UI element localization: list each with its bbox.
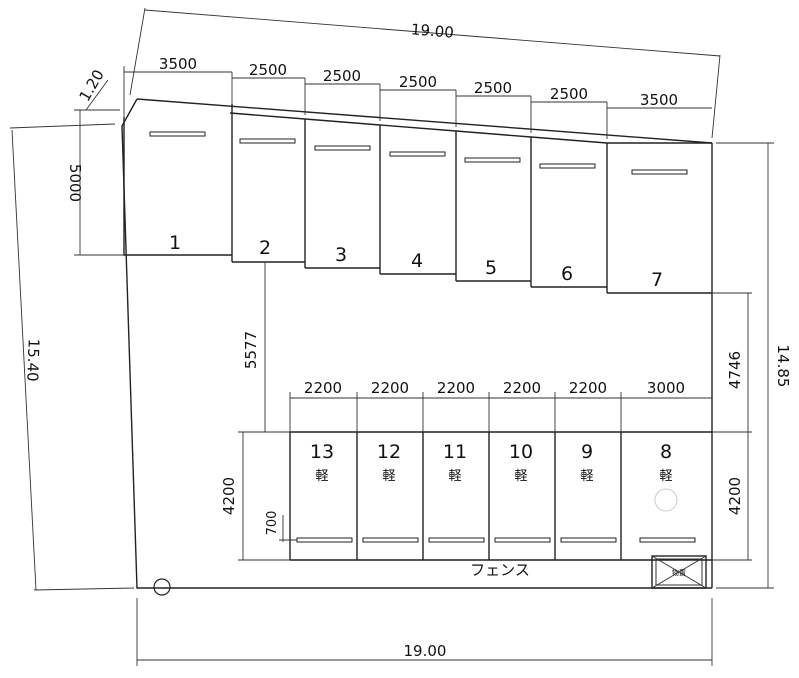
space-number: 1 — [169, 232, 181, 254]
wheel-stop — [631, 169, 688, 175]
dim-lower-width-13: 2200 — [304, 379, 342, 397]
kei-car-label: 軽 — [514, 469, 527, 484]
space-number: 13 — [310, 441, 334, 463]
wheel-stop — [539, 163, 596, 169]
dim-lower-depth-right: 4200 — [726, 477, 744, 515]
dim-right-length: 14.85 — [774, 345, 792, 388]
space-number: 12 — [377, 441, 401, 463]
dim-upper-width-6: 2500 — [550, 85, 588, 103]
wheel-stop — [362, 537, 419, 543]
kei-car-label: 軽 — [315, 469, 328, 484]
space-number: 5 — [485, 257, 497, 279]
dim-lower-depth-left: 4200 — [220, 477, 238, 515]
space-number: 8 — [660, 441, 672, 463]
wheel-stop — [239, 138, 296, 144]
kei-car-label: 軽 — [382, 469, 395, 484]
wheel-stop — [149, 131, 206, 137]
wheel-stop — [464, 157, 521, 163]
space-number: 2 — [259, 237, 271, 259]
wheel-stop — [428, 537, 485, 543]
wheel-stop — [560, 537, 617, 543]
dim-corner-cut: 1.20 — [76, 67, 108, 105]
dim-aisle-width: 5577 — [242, 331, 260, 369]
space-number: 3 — [335, 244, 347, 266]
wheel-stop — [494, 537, 551, 543]
site-boundary — [121, 98, 713, 589]
dimension-lines: 19.00 3500 2500 2500 2500 2500 2500 3500… — [9, 7, 792, 666]
space-number: 7 — [651, 269, 663, 291]
lower-parking-row: 13 12 11 10 9 8 軽 軽 軽 軽 軽 軽 — [289, 431, 712, 561]
dim-top-width: 19.00 — [410, 20, 454, 41]
dim-upper-width-7: 3500 — [640, 91, 678, 109]
wheel-stop — [314, 145, 371, 151]
space-number: 10 — [509, 441, 533, 463]
storage-shed-icon: 物置 — [651, 555, 707, 589]
dim-fence-setback: 700 — [265, 511, 280, 536]
dim-lower-width-8: 3000 — [647, 379, 685, 397]
dim-lower-width-12: 2200 — [371, 379, 409, 397]
dim-lower-width-11: 2200 — [437, 379, 475, 397]
fence-label: フェンス — [470, 561, 530, 579]
wheel-stop — [639, 537, 696, 543]
upper-parking-row: 1 2 3 4 5 6 7 — [123, 104, 713, 588]
space-number: 4 — [411, 250, 423, 272]
dim-right-upper-gap: 4746 — [726, 351, 744, 389]
space-number: 9 — [581, 441, 593, 463]
space-number: 6 — [561, 263, 573, 285]
storage-label: 物置 — [672, 568, 686, 577]
dim-upper-width-3: 2500 — [323, 67, 361, 85]
wheel-stop — [389, 151, 446, 157]
dim-upper-width-2: 2500 — [249, 61, 287, 79]
kei-car-label: 軽 — [580, 469, 593, 484]
faint-circle-mark — [654, 488, 678, 512]
dim-left-length: 15.40 — [23, 338, 42, 382]
dim-upper-width-4: 2500 — [399, 73, 437, 91]
dim-upper-width-1: 3500 — [159, 55, 197, 73]
dim-lower-width-9: 2200 — [569, 379, 607, 397]
kei-car-label: 軽 — [448, 469, 461, 484]
survey-marker-icon — [153, 578, 171, 596]
dim-upper-depth: 5000 — [66, 164, 84, 202]
dim-lower-width-10: 2200 — [503, 379, 541, 397]
dim-upper-width-5: 2500 — [474, 79, 512, 97]
space-number: 11 — [443, 441, 467, 463]
dim-bottom-width: 19.00 — [404, 642, 447, 660]
kei-car-label: 軽 — [659, 469, 672, 484]
fence-area: フェンス 物置 — [153, 555, 707, 596]
wheel-stop — [296, 537, 353, 543]
